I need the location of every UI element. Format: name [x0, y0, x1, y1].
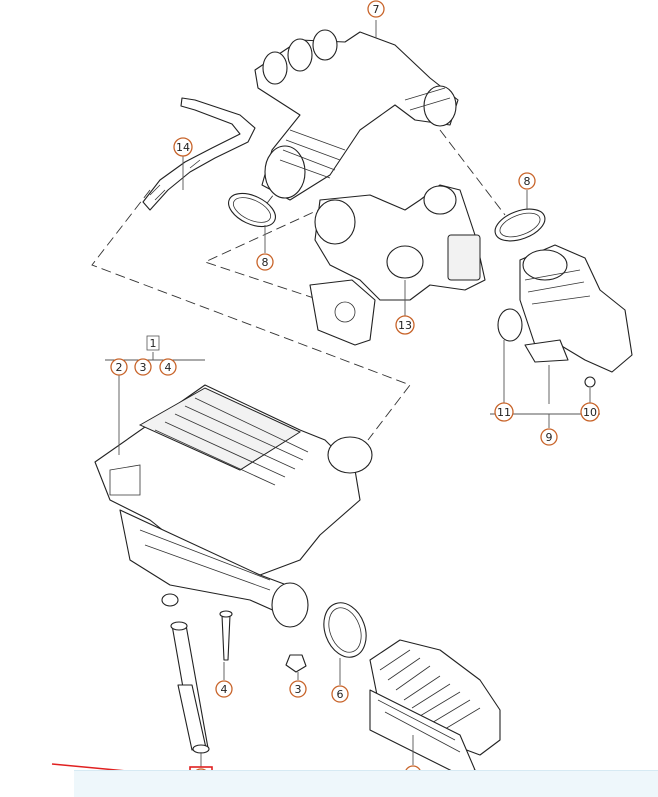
- bottom-info-panel: [74, 770, 658, 797]
- part-nut-3: [285, 654, 307, 673]
- svg-text:8: 8: [524, 175, 531, 188]
- part-breather-hose-14: [142, 97, 256, 211]
- svg-text:3: 3: [140, 361, 147, 374]
- svg-text:7: 7: [373, 3, 380, 16]
- svg-text:4: 4: [221, 683, 228, 696]
- svg-text:11: 11: [497, 406, 511, 419]
- part-clamp-6: [323, 602, 367, 658]
- part-drain-tube-12: [170, 621, 210, 754]
- part-corrugated-hose-5: [369, 639, 501, 776]
- svg-text:4: 4: [165, 361, 172, 374]
- part-intake-elbow-9: [497, 244, 633, 388]
- svg-text:2: 2: [116, 361, 123, 374]
- callout-10[interactable]: 10: [580, 402, 600, 422]
- callout-4-lower[interactable]: 4: [215, 680, 233, 698]
- callout-8-right[interactable]: 8: [518, 172, 536, 190]
- part-throttle-body-13: [309, 184, 486, 346]
- svg-text:1: 1: [150, 337, 157, 350]
- svg-text:3: 3: [295, 683, 302, 696]
- svg-text:6: 6: [337, 688, 344, 701]
- callout-1[interactable]: 1: [146, 335, 160, 351]
- part-air-filter-housing-1: [94, 384, 373, 628]
- callout-14[interactable]: 14: [173, 137, 193, 157]
- callout-8-left[interactable]: 8: [256, 253, 274, 271]
- callout-4-upper[interactable]: 4: [159, 358, 177, 376]
- callout-13[interactable]: 13: [395, 315, 415, 335]
- callout-2[interactable]: 2: [110, 358, 128, 376]
- part-screw-4: [219, 610, 233, 661]
- callout-3-upper[interactable]: 3: [134, 358, 152, 376]
- callout-7[interactable]: 7: [367, 0, 385, 18]
- part-intake-pipe-7: [254, 29, 459, 201]
- part-clamp-8-left: [228, 192, 276, 228]
- callout-6[interactable]: 6: [331, 685, 349, 703]
- callout-11[interactable]: 11: [494, 402, 514, 422]
- svg-text:13: 13: [398, 319, 412, 332]
- svg-text:8: 8: [262, 256, 269, 269]
- callout-9[interactable]: 9: [540, 428, 558, 446]
- svg-text:10: 10: [583, 406, 597, 419]
- part-clamp-8-right: [494, 208, 546, 242]
- svg-text:14: 14: [176, 141, 190, 154]
- svg-text:9: 9: [546, 431, 553, 444]
- callout-3-lower[interactable]: 3: [289, 680, 307, 698]
